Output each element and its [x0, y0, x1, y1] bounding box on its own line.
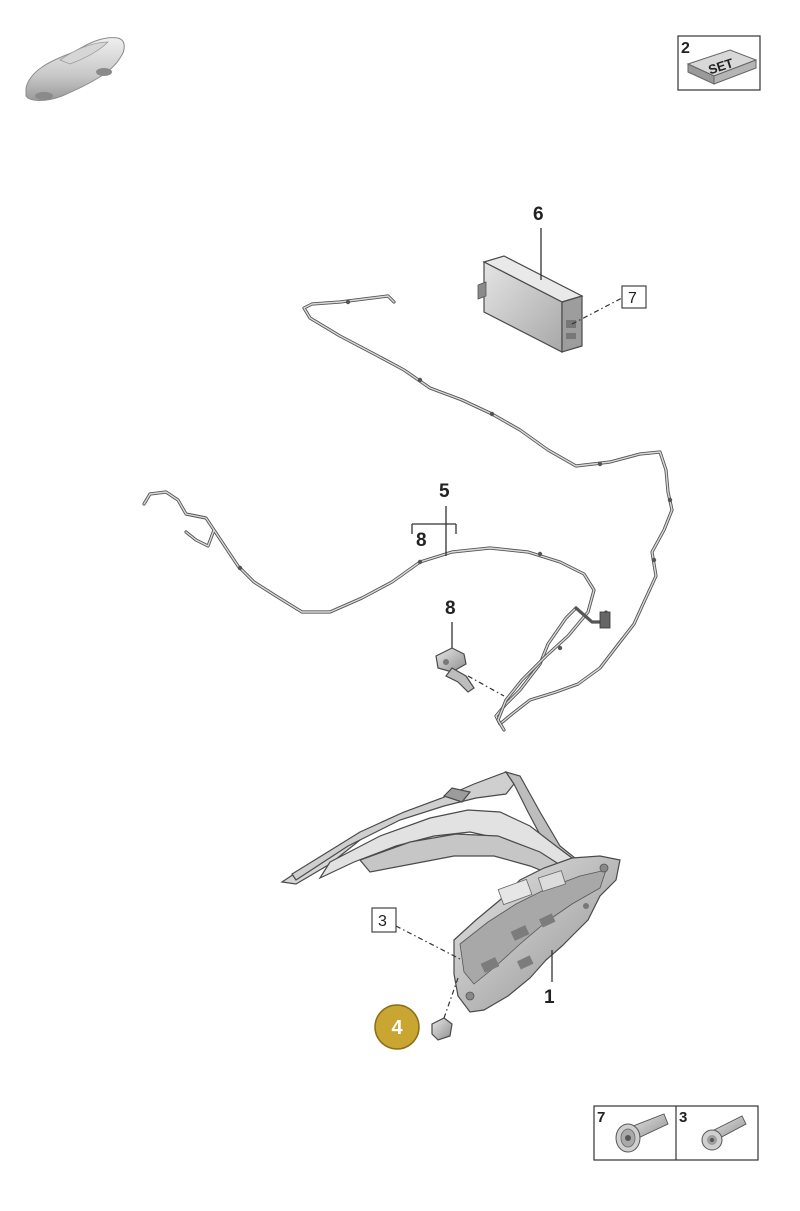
- leader-3: [395, 925, 463, 961]
- callout-1: 1: [544, 987, 555, 1008]
- legend-number-7: 7: [597, 1109, 605, 1126]
- wiring-harness-part-5: [142, 294, 674, 732]
- callout-4-highlight: 4: [374, 1004, 420, 1050]
- control-module-part-6: [477, 255, 584, 353]
- roof-frame-part-1: [280, 770, 621, 1013]
- set-box: 2 SET: [677, 35, 761, 91]
- clip-part-4: [431, 1017, 453, 1041]
- set-box-number: 2: [681, 40, 690, 57]
- leader-7: [571, 297, 623, 325]
- callout-8-upper: 8: [416, 530, 427, 551]
- flange-bolt-icon: [615, 1113, 669, 1153]
- set-box-text: SET: [706, 55, 735, 77]
- leader-8-dash: [467, 675, 505, 697]
- callout-6: 6: [533, 204, 544, 225]
- screw-icon: [701, 1115, 747, 1151]
- set-box-icon: SET: [686, 49, 758, 85]
- fastener-legend: 7 3: [593, 1105, 759, 1161]
- callout-8-lower: 8: [445, 598, 456, 619]
- callout-3-box: [371, 907, 397, 933]
- bracket-5-8: [411, 506, 457, 556]
- leader-4: [443, 977, 459, 1019]
- callout-5: 5: [439, 481, 450, 502]
- callout-3: 3: [378, 913, 387, 930]
- callout-4: 4: [391, 1017, 403, 1039]
- legend-number-3: 3: [679, 1109, 687, 1126]
- sensor-part-8: [435, 647, 475, 693]
- callout-7: 7: [628, 290, 637, 307]
- car-model-icon: [25, 37, 125, 101]
- callout-7-box: [621, 285, 647, 309]
